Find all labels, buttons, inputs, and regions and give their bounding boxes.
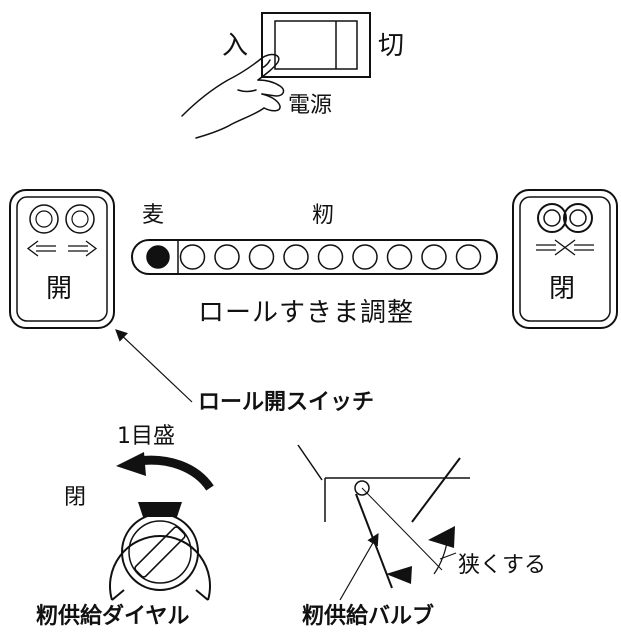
roll-gap-caption: ロールすきま調整 (198, 298, 415, 328)
indicator-lamp (455, 244, 482, 270)
power-off-label: 切 (378, 31, 405, 61)
wheat-label: 麦 (142, 203, 165, 228)
valve-closed-marker (386, 566, 412, 584)
feed-valve-label: 籾供給バルブ (302, 604, 435, 629)
indicator-lamp (352, 244, 378, 270)
power-switch[interactable] (261, 12, 371, 78)
indicator-lamp (214, 244, 240, 270)
dial-close-label: 閉 (64, 485, 87, 510)
indicator-lamp (283, 244, 309, 270)
power-switch-label: 電源 (288, 93, 333, 118)
paddy-label: 籾 (312, 203, 335, 228)
power-on-label: 入 (222, 31, 249, 61)
indicator-lamp-active (146, 245, 170, 269)
roll-open-switch-callout: ロール開スイッチ (198, 390, 375, 415)
narrow-label: 狭くする (458, 553, 547, 578)
indicator-lamp (248, 244, 275, 270)
narrow-callout-line (439, 552, 457, 560)
indicator-lamp (179, 244, 206, 270)
roll-gap-indicator (131, 239, 498, 275)
open-button-label: 開 (46, 274, 73, 304)
feed-valve-callout-line (339, 532, 379, 601)
indicator-lamp (421, 244, 447, 270)
feed-valve (297, 444, 470, 589)
one-graduation-label: 1目盛 (117, 424, 175, 449)
roll-open-button[interactable] (9, 189, 115, 329)
indicator-lamp (386, 244, 413, 270)
close-button-label: 閉 (549, 274, 576, 304)
feed-dial[interactable] (109, 452, 214, 601)
roll-open-callout-line (115, 329, 193, 403)
indicator-lamp (317, 244, 344, 270)
valve-open-marker (428, 526, 455, 548)
feed-dial-label: 籾供給ダイヤル (36, 604, 190, 629)
hand-illustration (181, 53, 285, 139)
roll-close-button[interactable] (512, 189, 618, 329)
